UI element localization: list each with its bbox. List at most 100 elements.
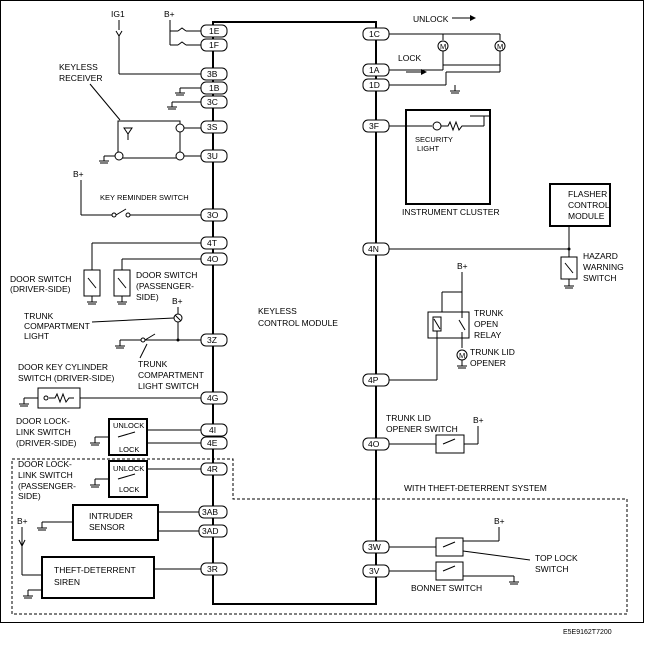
door-switch-driver-label-2: (DRIVER-SIDE) <box>10 284 71 294</box>
top-lock-switch-label-2: SWITCH <box>535 564 569 574</box>
pin-3Z-label: 3Z <box>207 335 217 345</box>
motor-label-3: M <box>459 351 465 360</box>
intruder-label-1: INTRUDER <box>89 511 133 521</box>
pin-3AD-label: 3AD <box>202 526 219 536</box>
bonnet-switch-label: BONNET SWITCH <box>411 583 482 593</box>
door-lock-pass-lock: LOCK <box>119 485 139 494</box>
keyless-receiver-box <box>117 120 181 159</box>
trunk-relay-label-3: RELAY <box>474 330 502 340</box>
outer-frame <box>0 0 644 623</box>
bplus-label-7: B+ <box>494 516 505 526</box>
security-light-icon <box>432 121 442 131</box>
keyless-receiver-label-2: RECEIVER <box>59 73 102 83</box>
ground-1B-3C <box>167 87 201 110</box>
door-lock-pass-unlock: UNLOCK <box>113 464 144 473</box>
trunk-lid-switch-label-2: OPENER SWITCH <box>386 424 458 434</box>
pin-4P-label: 4P <box>368 375 379 385</box>
door-switch-driver-label-1: DOOR SWITCH <box>10 274 71 284</box>
arrow-right-icon <box>421 69 427 75</box>
with-theft-label: WITH THEFT-DETERRENT SYSTEM <box>404 483 547 493</box>
pin-4O-right-label: 4O <box>368 439 380 449</box>
door-lock-driver-unlock: UNLOCK <box>113 421 144 430</box>
bplus-label-5: B+ <box>457 261 468 271</box>
pin-1F-label: 1F <box>209 40 219 50</box>
flasher-label-2: CONTROL <box>568 200 610 210</box>
pin-4G-label: 4G <box>207 393 218 403</box>
figure-code: E5E9162T7200 <box>563 629 612 636</box>
bonnet-switch: BONNET SWITCH <box>389 561 519 593</box>
door-lock-pass-label-3: (PASSENGER- <box>18 481 76 491</box>
top-lock-switch-box <box>435 537 464 557</box>
trunk-switch-label-2: COMPARTMENT <box>138 370 204 380</box>
keyless-control-module-box <box>212 21 377 605</box>
security-light-label-1: SECURITY <box>415 135 453 144</box>
trunk-lid-switch-box <box>435 434 465 454</box>
pin-3R-label: 3R <box>207 564 218 574</box>
pin-4O-left-label: 4O <box>207 254 219 264</box>
door-switches: DOOR SWITCH (DRIVER-SIDE) DOOR SWITCH (P… <box>10 242 201 305</box>
top-unlock-label: UNLOCK <box>413 14 449 24</box>
flasher-hazard: FLASHER CONTROL MODULE HAZARD WARNING SW… <box>389 183 624 289</box>
bplus-label-1: B+ <box>164 9 175 19</box>
pin-4N-label: 4N <box>368 244 379 254</box>
door-lock-actuators: UNLOCK M M LOCK <box>389 14 506 94</box>
key-reminder-label: KEY REMINDER SWITCH <box>100 193 189 202</box>
bonnet-switch-box <box>435 561 464 581</box>
theft-deterrent-region <box>11 458 628 615</box>
pin-3O-label: 3O <box>207 210 219 220</box>
keyless-receiver: KEYLESS RECEIVER <box>59 62 201 164</box>
instrument-cluster: SECURITY LIGHT INSTRUMENT CLUSTER <box>389 109 500 217</box>
siren-label-2: SIREN <box>54 577 80 587</box>
pin-4E-label: 4E <box>207 438 218 448</box>
fuse-icon <box>115 30 123 37</box>
bplus-label-2: B+ <box>73 169 84 179</box>
trunk-light-label-3: LIGHT <box>24 331 49 341</box>
siren-label-1: THEFT-DETERRENT <box>54 565 136 575</box>
pin-1B-label: 1B <box>209 83 220 93</box>
trunk-switch-label-1: TRUNK <box>138 359 168 369</box>
door-lock-driver-label-2: LINK SWITCH <box>16 427 71 437</box>
flasher-module-box <box>549 183 611 227</box>
security-light-label-2: LIGHT <box>417 144 440 153</box>
door-switch-pass-label-3: SIDE) <box>136 292 159 302</box>
door-switch-pass-label-2: (PASSENGER- <box>136 281 194 291</box>
ig1-label: IG1 <box>111 9 125 19</box>
pin-3V-label: 3V <box>369 566 380 576</box>
siren: THEFT-DETERRENT SIREN <box>22 556 201 599</box>
pin-4R-label: 4R <box>207 464 218 474</box>
trunk-light-label-2: COMPARTMENT <box>24 321 90 331</box>
motor-label-1: M <box>440 42 446 51</box>
pin-3S-label: 3S <box>207 122 218 132</box>
siren-box <box>41 556 155 599</box>
intruder-label-2: SENSOR <box>89 522 125 532</box>
bplus-label-4: B+ <box>17 516 28 526</box>
door-lock-pass-label-2: LINK SWITCH <box>18 470 73 480</box>
pin-1C-label: 1C <box>369 29 380 39</box>
pin-1D-label: 1D <box>369 80 380 90</box>
hazard-label-3: SWITCH <box>583 273 617 283</box>
trunk-light-circuit: B+ TRUNK COMPARTMENT LIGHT TRUNK COMPART… <box>24 296 204 391</box>
fusible-link-icon <box>177 27 187 32</box>
top-lock-switch-label-1: TOP LOCK <box>535 553 578 563</box>
trunk-light-label-1: TRUNK <box>24 311 54 321</box>
pin-4I-label: 4I <box>209 425 216 435</box>
trunk-relay-label-1: TRUNK <box>474 308 504 318</box>
door-key-cyl-label-2: SWITCH (DRIVER-SIDE) <box>18 373 115 383</box>
door-lock-driver-label-1: DOOR LOCK- <box>16 416 70 426</box>
door-lock-pass-label-1: DOOR LOCK- <box>18 459 72 469</box>
pin-3C-label: 3C <box>207 97 218 107</box>
motor-label-2: M <box>497 42 503 51</box>
trunk-lid-switch-label-1: TRUNK LID <box>386 413 431 423</box>
bplus-label-3: B+ <box>172 296 183 306</box>
bplus-label-6: B+ <box>473 415 484 425</box>
hazard-label-1: HAZARD <box>583 251 618 261</box>
pin-3S <box>200 120 228 134</box>
trunk-opener-label-1: TRUNK LID <box>470 347 515 357</box>
door-key-cylinder: DOOR KEY CYLINDER SWITCH (DRIVER-SIDE) <box>18 362 201 409</box>
keyless-receiver-label-1: KEYLESS <box>59 62 98 72</box>
arrow-right-icon <box>470 15 476 21</box>
pin-4T-label: 4T <box>207 238 217 248</box>
pin-3F-label: 3F <box>369 121 379 131</box>
right-pins: 1C 1A 1D 3F 4N 4P 4O 3W 3V <box>362 27 390 578</box>
